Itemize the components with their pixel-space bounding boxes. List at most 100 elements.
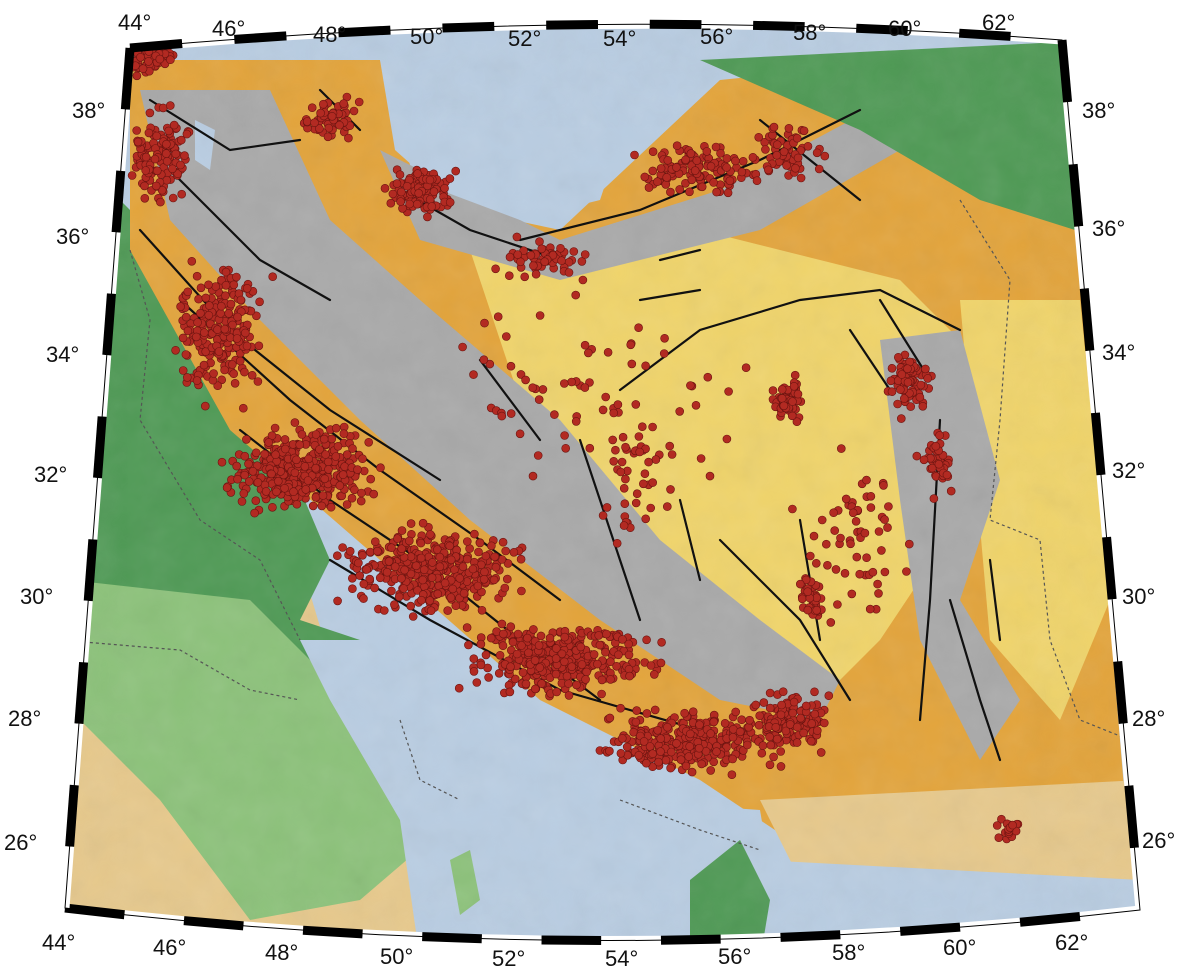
epicenter-dot bbox=[688, 707, 698, 717]
fault-line bbox=[618, 288, 962, 392]
epicenter-dot bbox=[803, 587, 813, 597]
epicenter-dot bbox=[836, 444, 846, 453]
epicenter-dot bbox=[903, 377, 913, 387]
epicenter-dot bbox=[656, 658, 666, 668]
earthquake-epicenters bbox=[123, 40, 1023, 844]
fault-line bbox=[948, 598, 1002, 762]
epicenter-dot bbox=[884, 502, 893, 511]
epicenter-dot bbox=[308, 501, 318, 511]
epicenter-dot bbox=[537, 244, 547, 254]
epicenter-dot bbox=[564, 679, 573, 688]
epicenter-dot bbox=[268, 272, 278, 282]
epicenter-dot bbox=[476, 660, 486, 670]
epicenter-dot bbox=[724, 387, 733, 396]
epicenter-dot bbox=[304, 454, 314, 464]
epicenter-dot bbox=[737, 167, 747, 177]
epicenter-dot bbox=[194, 294, 203, 304]
bottom-label: 48° bbox=[265, 940, 298, 965]
epicenter-dot bbox=[535, 311, 545, 320]
epicenter-dot bbox=[470, 529, 479, 539]
epicenter-dot bbox=[176, 160, 185, 170]
epicenter-dot bbox=[765, 760, 775, 770]
epicenter-dot bbox=[204, 280, 213, 290]
epicenter-dot bbox=[221, 291, 230, 301]
epicenter-dot bbox=[608, 435, 618, 445]
epicenter-dot bbox=[644, 183, 654, 192]
epicenter-dot bbox=[793, 153, 803, 163]
epicenter-dot bbox=[396, 197, 405, 206]
top-label: 46° bbox=[212, 16, 245, 41]
epicenter-dot bbox=[384, 557, 394, 566]
epicenter-dot bbox=[324, 465, 333, 474]
epicenter-dot bbox=[585, 443, 595, 453]
epicenter-dot bbox=[394, 592, 404, 602]
epicenter-dot bbox=[375, 573, 385, 583]
epicenter-dot bbox=[602, 629, 611, 639]
epicenter-dot bbox=[567, 662, 577, 672]
epicenter-dot bbox=[619, 521, 629, 530]
epicenter-dot bbox=[571, 417, 581, 426]
epicenter-dot bbox=[862, 475, 871, 485]
epicenter-dot bbox=[722, 163, 731, 172]
epicenter-dot bbox=[244, 477, 254, 486]
epicenter-dot bbox=[443, 606, 453, 615]
epicenter-dot bbox=[637, 422, 647, 432]
epicenter-dot bbox=[836, 533, 845, 543]
epicenter-dot bbox=[239, 403, 248, 413]
epicenter-dot bbox=[192, 271, 202, 281]
epicenter-dot bbox=[516, 554, 526, 564]
epicenter-dot bbox=[852, 552, 862, 562]
epicenter-dot bbox=[490, 552, 500, 562]
epicenter-dot bbox=[476, 639, 486, 649]
epicenter-dot bbox=[706, 729, 715, 738]
epicenter-dot bbox=[347, 493, 357, 503]
epicenter-dot bbox=[771, 722, 781, 732]
epicenter-dot bbox=[609, 408, 619, 418]
epicenter-dot bbox=[479, 574, 489, 584]
epicenter-dot bbox=[140, 194, 150, 203]
epicenter-dot bbox=[481, 650, 491, 660]
epicenter-dot bbox=[201, 293, 211, 303]
epicenter-dot bbox=[735, 727, 745, 737]
epicenter-dot bbox=[462, 537, 472, 546]
epicenter-dot bbox=[616, 467, 626, 477]
epicenter-dot bbox=[618, 635, 627, 644]
epicenter-dot bbox=[221, 280, 231, 290]
epicenter-dot bbox=[640, 469, 650, 479]
epicenter-dot bbox=[538, 385, 548, 394]
epicenter-dot bbox=[144, 128, 154, 138]
epicenter-dot bbox=[632, 706, 642, 715]
epicenter-dot bbox=[534, 395, 544, 404]
epicenter-dot bbox=[248, 466, 258, 476]
epicenter-dot bbox=[509, 547, 519, 557]
epicenter-dot bbox=[931, 441, 941, 451]
epicenter-dot bbox=[458, 562, 468, 572]
epicenter-dot bbox=[819, 718, 829, 728]
epicenter-dot bbox=[887, 363, 897, 373]
epicenter-dot bbox=[480, 318, 489, 328]
epicenter-dot bbox=[862, 553, 871, 563]
epicenter-dot bbox=[873, 579, 882, 589]
epicenter-dot bbox=[153, 166, 162, 176]
epicenter-dot bbox=[685, 742, 695, 751]
epicenter-dot bbox=[506, 361, 516, 371]
epicenter-dot bbox=[779, 401, 789, 411]
epicenter-dot bbox=[792, 722, 802, 732]
epicenter-dot bbox=[516, 257, 525, 267]
epicenter-dot bbox=[816, 748, 826, 757]
epicenter-dot bbox=[387, 586, 396, 596]
epicenter-dot bbox=[738, 157, 748, 166]
epicenter-dot bbox=[480, 567, 489, 577]
epicenter-dot bbox=[709, 717, 719, 727]
epicenter-dot bbox=[345, 546, 355, 556]
epicenter-dot bbox=[272, 487, 281, 497]
epicenter-dot bbox=[1008, 820, 1017, 830]
epicenter-dot bbox=[696, 454, 706, 463]
epicenter-dot bbox=[474, 547, 483, 557]
epicenter-dot bbox=[769, 122, 779, 132]
epicenter-dot bbox=[359, 594, 368, 603]
epicenter-dot bbox=[731, 156, 740, 166]
epicenter-dot bbox=[681, 155, 690, 165]
epicenter-dot bbox=[365, 547, 375, 557]
epicenter-dot bbox=[848, 508, 858, 518]
